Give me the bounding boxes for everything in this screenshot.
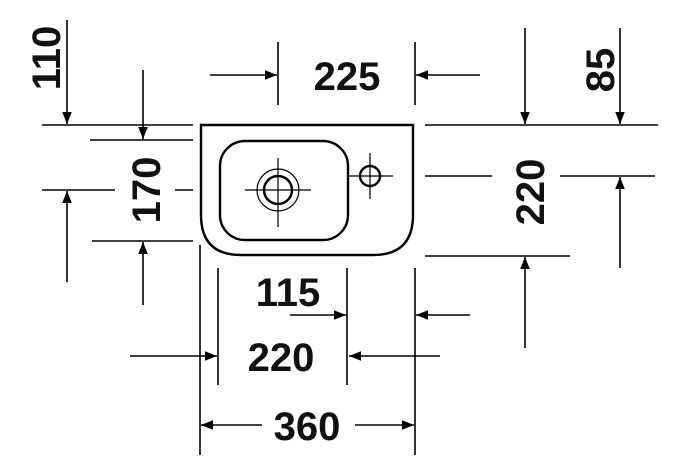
dim-115-label: 115	[256, 271, 321, 315]
drain-icon	[245, 158, 311, 227]
tap-hole-icon	[348, 153, 393, 199]
dim-85-label: 85	[579, 48, 623, 93]
extension-lines	[42, 42, 658, 455]
dim-110-label: 110	[25, 26, 69, 91]
dim-360-label: 360	[274, 405, 341, 449]
dim-220-width-label: 220	[248, 336, 315, 380]
dimension-arrows	[62, 20, 625, 430]
dim-170-label: 170	[125, 157, 169, 224]
basin-outline	[199, 123, 415, 257]
dim-225-label: 225	[314, 55, 381, 99]
dim-220-depth-label: 220	[509, 159, 553, 226]
